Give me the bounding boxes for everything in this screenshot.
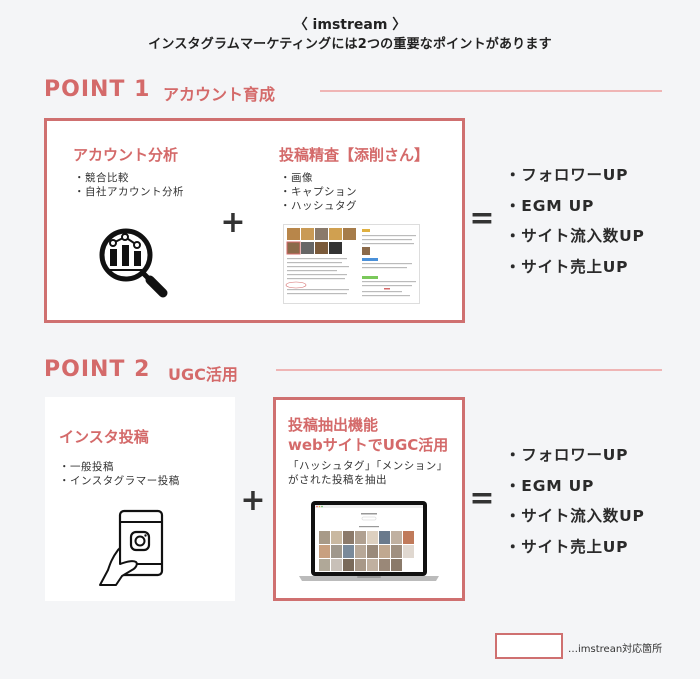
point1-divider <box>320 90 662 92</box>
point2-results: ・フォロワーUP ・EGM UP ・サイト流入数UP ・サイト売上UP <box>505 440 645 562</box>
desc-line: 「ハッシュタグ」「メンション」 <box>288 460 448 472</box>
result-item: ・サイト流入数UP <box>505 507 645 525</box>
post-review-screenshot <box>283 224 420 304</box>
point1-title: アカウント育成 <box>163 85 276 104</box>
point1-results: ・フォロワーUP ・EGM UP ・サイト流入数UP ・サイト売上UP <box>505 160 645 282</box>
plus-operator: + <box>240 483 266 518</box>
result-item: ・サイト売上UP <box>505 537 629 556</box>
equals-operator: = <box>469 201 495 236</box>
post-extraction-title: 投稿抽出機能 webサイトでUGC活用 <box>288 415 448 455</box>
post-review-title: 投稿精査【添削さん】 <box>279 146 430 164</box>
hand-phone-instagram-icon <box>98 508 168 588</box>
bullet-item: ・一般投稿 <box>59 461 114 473</box>
post-extraction-desc: 「ハッシュタグ」「メンション」 がされた投稿を抽出 <box>288 459 448 487</box>
bullet-item: ・競合比較 <box>74 172 129 184</box>
bullet-item: ・ハッシュタグ <box>280 200 357 212</box>
post-review-bullets: ・画像 ・キャプション ・ハッシュタグ <box>280 171 357 213</box>
bullet-item: ・自社アカウント分析 <box>74 186 184 198</box>
legend-text: …imstrean対応箇所 <box>568 644 663 655</box>
result-item: ・EGM UP <box>505 476 595 495</box>
magnifier-chart-icon <box>96 225 176 301</box>
bullet-item: ・画像 <box>280 172 313 184</box>
point1-label: POINT 1 <box>44 77 151 102</box>
bullet-item: ・キャプション <box>280 186 357 198</box>
brand-heading: 〈 imstream 〉 <box>293 17 407 33</box>
post-extraction-title-line2: webサイトでUGC活用 <box>288 436 449 454</box>
legend-swatch <box>495 633 563 659</box>
desc-line: がされた投稿を抽出 <box>288 474 387 486</box>
result-item: ・サイト流入数UP <box>505 227 645 245</box>
point1-imstream-box <box>44 118 465 323</box>
instagram-post-title: インスタ投稿 <box>59 428 149 446</box>
point2-title: UGC活用 <box>168 365 238 384</box>
instagram-post-bullets: ・一般投稿 ・インスタグラマー投稿 <box>59 460 180 488</box>
bullet-item: ・インスタグラマー投稿 <box>59 475 180 487</box>
laptop-gallery-screenshot <box>297 500 441 586</box>
plus-operator: + <box>220 205 246 240</box>
result-item: ・サイト売上UP <box>505 257 629 276</box>
point2-divider <box>276 369 662 371</box>
account-analysis-title: アカウント分析 <box>73 146 179 164</box>
post-extraction-title-line1: 投稿抽出機能 <box>288 416 379 434</box>
page-subtitle: インスタグラムマーケティングには2つの重要なポイントがあります <box>148 37 552 52</box>
account-analysis-bullets: ・競合比較 ・自社アカウント分析 <box>74 171 184 199</box>
result-item: ・フォロワーUP <box>505 446 629 464</box>
point2-label: POINT 2 <box>44 357 151 382</box>
equals-operator: = <box>469 481 495 516</box>
result-item: ・EGM UP <box>505 196 595 215</box>
result-item: ・フォロワーUP <box>505 166 629 184</box>
